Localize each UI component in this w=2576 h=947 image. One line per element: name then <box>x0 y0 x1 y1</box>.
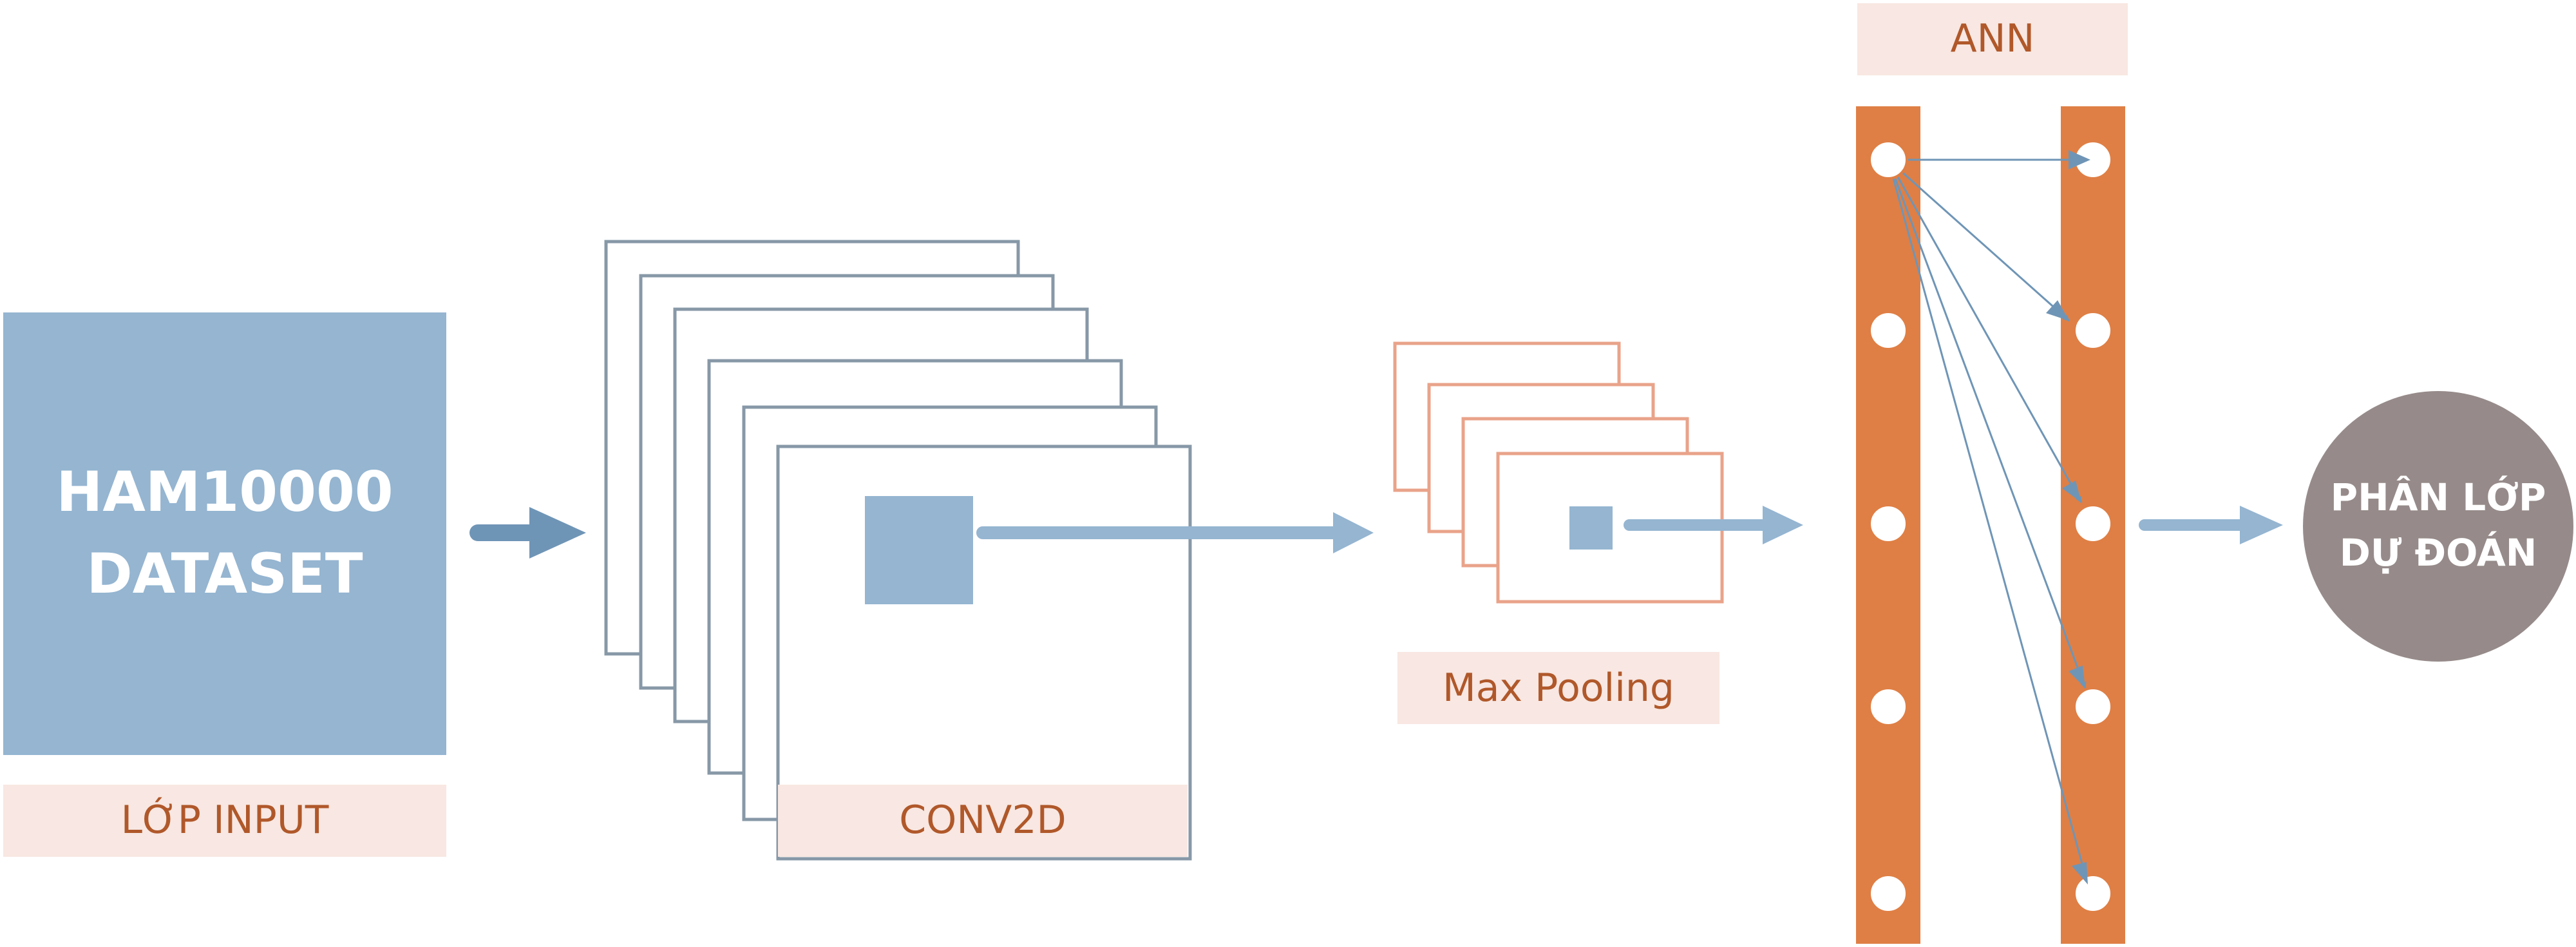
input-neuron-4 <box>1868 687 1908 727</box>
arrow-pool-to-ann <box>1624 506 1803 544</box>
conv2d-layer: CONV2D <box>604 240 1192 861</box>
prediction-line1: PHÂN LỚP <box>2331 475 2546 519</box>
dataset-title-line1: HAM10000 <box>56 460 393 524</box>
pool-label: Max Pooling <box>1443 665 1674 711</box>
arrowhead-2 <box>2046 300 2069 321</box>
arrow-conv-to-pool <box>976 512 1374 553</box>
output-neuron-4 <box>2073 687 2113 727</box>
ann-connections <box>1887 157 2090 885</box>
output-neuron-5 <box>2073 874 2113 914</box>
arrowhead-3 <box>2062 481 2081 502</box>
output-neuron-3 <box>2073 504 2113 544</box>
input-neuron-5 <box>1868 874 1908 914</box>
max-pooling-layer: Max Pooling <box>1393 341 1724 724</box>
output-neuron-2 <box>2073 311 2113 350</box>
ann-label: ANN <box>1951 16 2035 61</box>
connection-1-4 <box>1887 159 2087 689</box>
ann-label-bg <box>1857 3 2128 75</box>
pool-kernel-square <box>1569 506 1613 550</box>
arrowhead-1 <box>2069 150 2090 169</box>
input-neuron-2 <box>1868 311 1908 350</box>
input-label-bg <box>3 785 446 857</box>
connection-1-2 <box>1888 158 2070 322</box>
conv-label-bg <box>778 785 1188 857</box>
arrow-input-to-conv <box>469 507 586 559</box>
arrowhead-4 <box>2069 665 2085 688</box>
ann-output-neurons <box>2073 140 2113 914</box>
input-neuron-3 <box>1868 504 1908 544</box>
ann-input-neurons <box>1868 140 1908 914</box>
pool-label-bg <box>1397 652 1719 724</box>
input-label: LỚP INPUT <box>121 797 329 843</box>
conv-kernel-square <box>865 496 973 604</box>
ann-arrowheads <box>2046 150 2090 885</box>
conv-label: CONV2D <box>899 798 1066 843</box>
prediction-output: PHÂN LỚP DỰ ĐOÁN <box>2303 391 2573 662</box>
prediction-line2: DỰ ĐOÁN <box>2340 530 2537 575</box>
connection-1-3 <box>1887 159 2083 503</box>
connection-1-5 <box>1887 159 2090 885</box>
dataset-box <box>3 312 446 755</box>
dataset-title-line2: DATASET <box>86 542 363 606</box>
arrowhead-5 <box>2072 862 2088 885</box>
arrow-ann-to-output <box>2139 506 2283 544</box>
ann-layer: ANN <box>1856 3 2128 944</box>
input-layer: HAM10000 DATASET LỚP INPUT <box>3 312 446 857</box>
input-neuron-1 <box>1868 140 1908 180</box>
prediction-circle <box>2303 391 2573 662</box>
